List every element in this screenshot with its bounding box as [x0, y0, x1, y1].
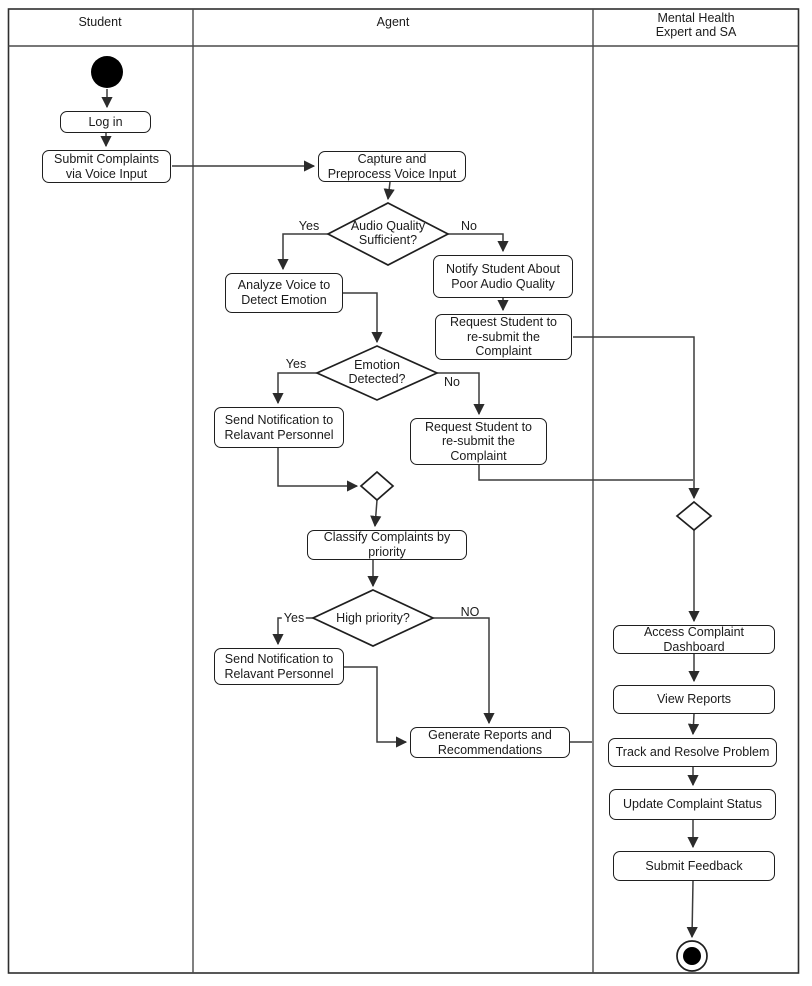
- decision-label-audio-quality: Audio Quality Sufficient?: [350, 219, 426, 247]
- edge-label-audio-no: No: [461, 218, 477, 233]
- activity-log-in: Log in: [60, 111, 151, 133]
- edge-label-emotion-no: No: [444, 374, 460, 389]
- activity-view-reports: View Reports: [613, 685, 775, 714]
- end-node-inner-dot: [683, 947, 701, 965]
- activity-submit-complaints: Submit Complaints via Voice Input: [42, 150, 171, 183]
- activity-request-resubmit-1: Request Student to re-submit the Complai…: [435, 314, 572, 360]
- edge-audio-yes-to-analyze: [277, 233, 328, 271]
- decision-emotion-detected: [314, 345, 440, 401]
- activity-access-dashboard: Access Complaint Dashboard: [613, 625, 775, 654]
- lane-title-expert: Mental Health Expert and SA: [655, 11, 737, 40]
- edge-label-priority-no: NO: [460, 604, 480, 619]
- edge-request1-to-merge2: [573, 336, 700, 500]
- activity-update-status: Update Complaint Status: [609, 789, 776, 820]
- decision-audio-quality: [326, 202, 450, 266]
- edge-send1-to-merge1: [277, 448, 359, 492]
- activity-track-resolve: Track and Resolve Problem: [608, 738, 777, 767]
- edge-request2-to-merge2: [478, 465, 693, 481]
- edges: [100, 89, 700, 939]
- start-node: [91, 56, 123, 88]
- activity-send-notification-2: Send Notification to Relavant Personnel: [214, 648, 344, 685]
- edge-priority-no-to-generate: [433, 617, 495, 725]
- lane-title-agent: Agent: [376, 15, 410, 29]
- edge-label-emotion-yes: Yes: [285, 356, 307, 371]
- activity-classify-priority: Classify Complaints by priority: [307, 530, 467, 560]
- activity-submit-feedback: Submit Feedback: [613, 851, 775, 881]
- edge-emotion-yes-to-send1: [272, 372, 317, 405]
- activity-analyze-voice: Analyze Voice to Detect Emotion: [225, 273, 343, 313]
- diagram-outer-border: [7, 8, 800, 974]
- edge-audio-no-to-notify: [448, 233, 509, 253]
- decision-high-priority: [310, 589, 436, 647]
- edge-feedback-to-end: [686, 880, 698, 939]
- activity-capture-preprocess: Capture and Preprocess Voice Input: [318, 151, 466, 182]
- activity-send-notification-1: Send Notification to Relavant Personnel: [214, 407, 344, 448]
- edge-capture-to-audio-decision: [383, 181, 395, 201]
- lane-title-student: Student: [78, 15, 122, 29]
- edge-emotion-no-to-request2: [437, 372, 485, 416]
- edge-merge1-to-classify: [370, 499, 382, 528]
- edge-label-priority-yes: Yes: [281, 610, 307, 625]
- edge-analyze-to-emotion-decision: [343, 292, 383, 344]
- edge-view-to-track: [687, 713, 700, 736]
- activity-notify-student: Notify Student About Poor Audio Quality: [433, 255, 573, 298]
- merge-node-expert: [675, 500, 713, 532]
- merge-node-agent: [359, 470, 395, 502]
- decision-label-high-priority: High priority?: [336, 611, 410, 625]
- activity-generate-reports: Generate Reports and Recommendations: [410, 727, 570, 758]
- edge-send2-to-generate: [344, 666, 408, 748]
- end-node: [676, 940, 708, 972]
- swimlane-frame: [7, 8, 800, 974]
- activity-request-resubmit-2: Request Student to re-submit the Complai…: [410, 418, 547, 465]
- decision-label-emotion-detected: Emotion Detected?: [348, 358, 406, 386]
- edge-label-audio-yes: Yes: [298, 218, 320, 233]
